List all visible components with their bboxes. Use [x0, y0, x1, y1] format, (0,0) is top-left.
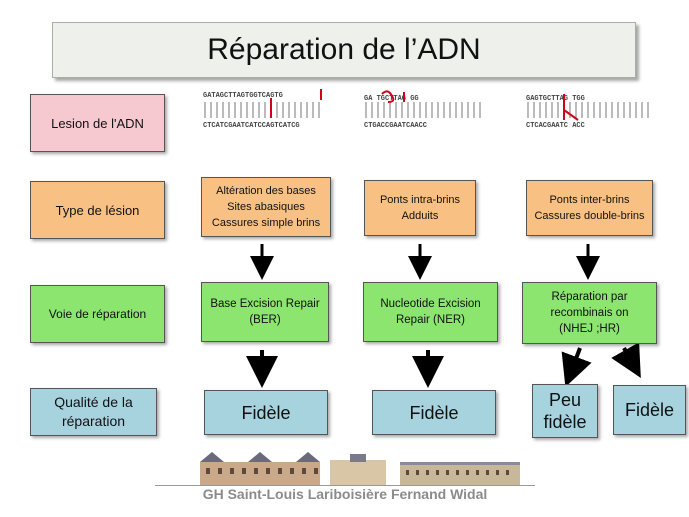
title-box: Réparation de l’ADN: [52, 22, 636, 78]
type-lesion-text-3: Ponts inter-brins Cassures double-brins: [534, 194, 645, 222]
dna-lesion-1: GATAGCTTAGTGGTCAGTG CTCATCGAATCATCCAGTCA…: [203, 89, 322, 130]
voie-box-3: Réparation par recombinais on (NHEJ ;HR): [522, 282, 657, 344]
voie-box-1: Base Excision Repair (BER): [201, 282, 329, 342]
footer-caption: GH Saint-Louis Lariboisière Fernand Wida…: [202, 486, 488, 502]
dna-2-top: GA TGCTTAG GG: [364, 95, 419, 103]
lesion-marker: [563, 109, 579, 121]
qualite-box-3b: Fidèle: [613, 385, 686, 435]
type-lesion-box-2: Ponts intra-brins Adduits: [364, 180, 476, 236]
type-lesion-text-1: Altération des bases Sites abasiques Cas…: [211, 185, 321, 229]
type-lesion-box-3: Ponts inter-brins Cassures double-brins: [526, 180, 653, 236]
voie-box-2: Nucleotide Excision Repair (NER): [363, 282, 498, 342]
dna-1-bottom: CTCATCGAATCATCCAGTCATCG: [203, 122, 300, 130]
row-label-lesion: Lesion de l'ADN: [30, 94, 165, 152]
dna-2-bottom: CTGACCGAATCAACC: [364, 122, 427, 130]
qualite-text-3a: Peu fidèle: [543, 390, 587, 432]
voie-text-2: Nucleotide Excision Repair (NER): [380, 298, 481, 326]
page-title: Réparation de l’ADN: [207, 33, 481, 66]
dna-1-top: GATAGCTTAGTGGTCAGTG: [203, 92, 283, 100]
footer-divider: [155, 485, 535, 486]
qualite-box-1: Fidèle: [204, 390, 328, 435]
lesion-marker: [381, 90, 395, 103]
voie-text-1: Base Excision Repair (BER): [210, 298, 320, 326]
row-label-type: Type de lésion: [30, 181, 165, 239]
dna-3-top: GAGTGCTTAG TGG: [526, 95, 585, 103]
dna-3-bottom: CTCACGAATC ACC: [526, 122, 585, 130]
dna-lesion-2: GA TGCTTAG GG CTGACCGAATCAACC: [364, 90, 481, 130]
row-label-voie-text: Voie de réparation: [48, 307, 147, 321]
down-arrow: [561, 347, 592, 387]
type-lesion-box-1: Altération des bases Sites abasiques Cas…: [201, 177, 331, 237]
type-lesion-text-2: Ponts intra-brins Adduits: [379, 194, 461, 222]
voie-text-3: Réparation par recombinais on (NHEJ ;HR): [550, 291, 629, 335]
qualite-box-3a: Peu fidèle: [532, 384, 598, 438]
qualite-box-2: Fidèle: [372, 390, 496, 435]
qualite-text-3b: Fidèle: [624, 400, 675, 420]
down-arrow: [611, 342, 641, 378]
row-label-type-text: Type de lésion: [55, 202, 140, 218]
row-label-qualite-text: Qualité de la réparation: [54, 394, 133, 429]
dna-lesion-3: GAGTGCTTAG TGG CTCACGAATC ACC: [526, 94, 649, 130]
row-label-lesion-text: Lesion de l'ADN: [51, 115, 144, 131]
qualite-text-2: Fidèle: [409, 402, 459, 423]
qualite-text-1: Fidèle: [241, 402, 291, 423]
row-label-voie: Voie de réparation: [30, 285, 165, 343]
row-label-qualite: Qualité de la réparation: [30, 388, 157, 436]
hospital-buildings-image: [200, 452, 520, 486]
